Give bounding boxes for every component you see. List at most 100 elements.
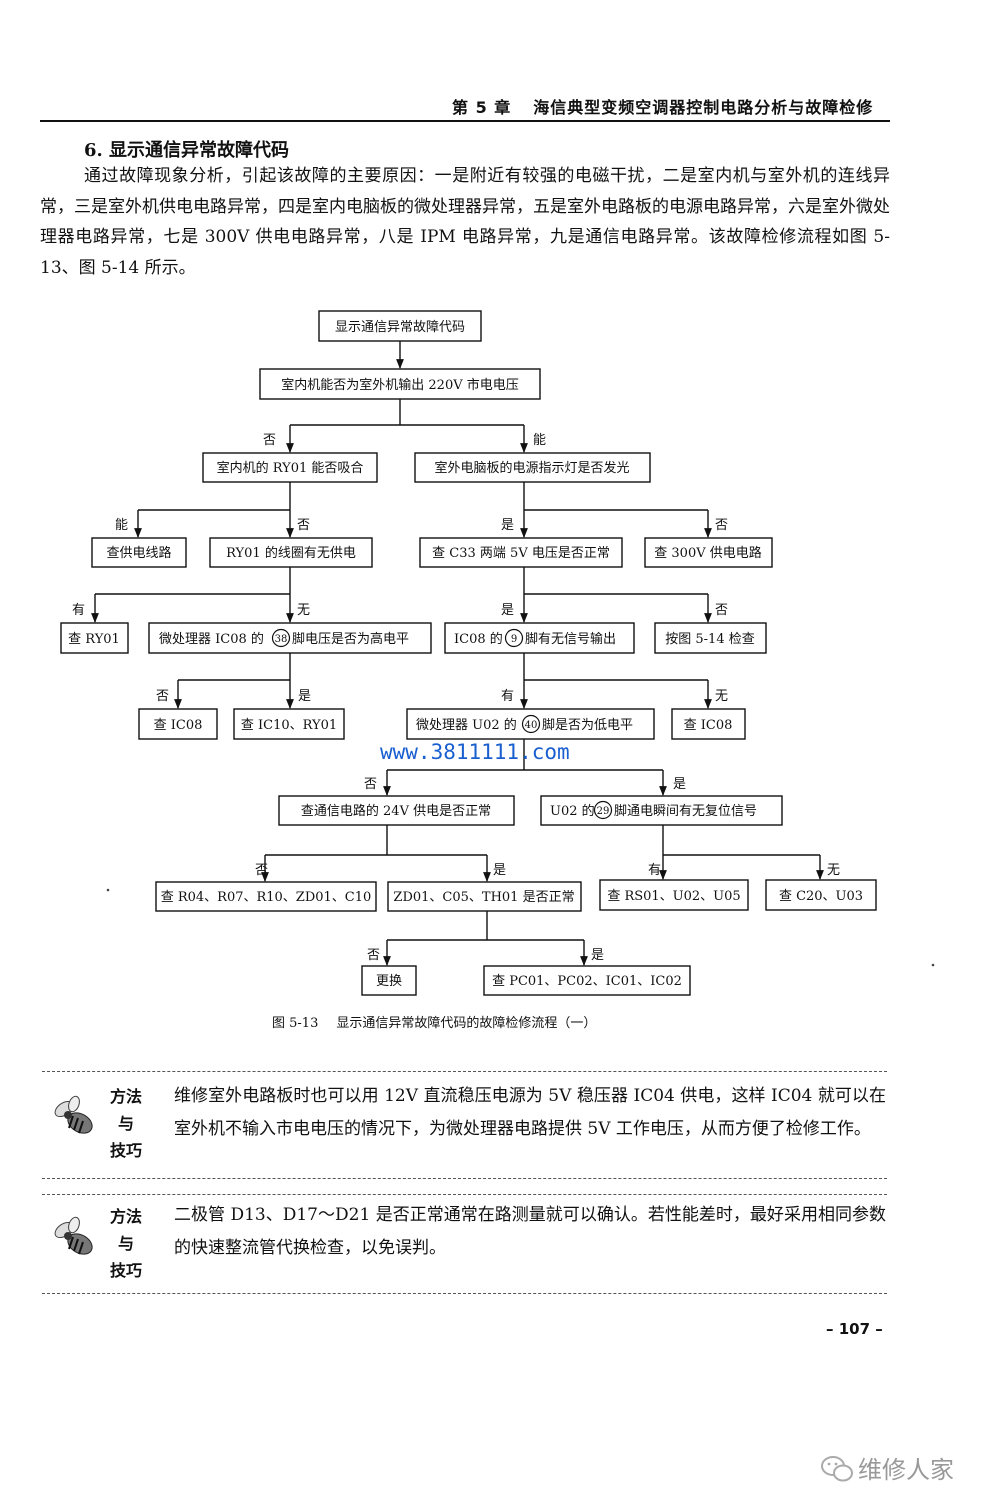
label-no: 否 bbox=[715, 603, 728, 618]
flowchart-node-check-pc01: 查 PC01、PC02、IC01、IC02 bbox=[483, 965, 691, 996]
flowchart-node-q-reset: U02 的 29 脚通电瞬间有无复位信号 bbox=[540, 795, 783, 826]
label-no: 否 bbox=[255, 863, 268, 878]
tip-text: 维修室外电路板时也可以用 12V 直流稳压电源为 5V 稳压器 IC04 供电，… bbox=[174, 1086, 886, 1139]
tip-divider bbox=[42, 1178, 887, 1179]
flowchart-node-q-light: 室外电脑板的电源指示灯是否发光 bbox=[414, 452, 651, 483]
flowchart-node-check-300v: 查 300V 供电电路 bbox=[644, 537, 773, 568]
label-yes: 是 bbox=[493, 863, 506, 878]
label-none: 无 bbox=[715, 689, 728, 704]
svg-text:脚电压是否为高电平: 脚电压是否为高电平 bbox=[292, 631, 409, 647]
svg-text:查供电线路: 查供电线路 bbox=[106, 545, 171, 561]
flowchart: 否 能 能 否 是 否 有 无 是 否 否 是 有 无 否 是 否 是 有 无 … bbox=[60, 310, 935, 996]
label-can: 能 bbox=[533, 433, 546, 448]
label-no: 否 bbox=[715, 518, 728, 533]
svg-text:查 300V 供电电路: 查 300V 供电电路 bbox=[654, 545, 761, 561]
tip-text: 二极管 D13、D17～D21 是否正常通常在路测量就可以确认。若性能差时，最好… bbox=[174, 1205, 886, 1258]
flowchart-node-q-output: 室内机能否为室外机输出 220V 市电电压 bbox=[259, 368, 541, 400]
label-have: 有 bbox=[648, 863, 661, 878]
flowchart-node-replace: 更换 bbox=[361, 965, 417, 996]
figure-caption-text: 显示通信异常故障代码的故障检修流程（一） bbox=[336, 1016, 597, 1031]
wechat-account-name: 维修人家 bbox=[858, 1456, 954, 1484]
svg-text:查通信电路的 24V 供电是否正常: 查通信电路的 24V 供电是否正常 bbox=[301, 803, 491, 819]
label-no: 否 bbox=[364, 777, 377, 792]
flowchart-node-q-pin38: 微处理器 IC08 的 38 脚电压是否为高电平 bbox=[148, 622, 432, 654]
svg-text:室内机的 RY01 能否吸合: 室内机的 RY01 能否吸合 bbox=[217, 460, 364, 476]
svg-text:微处理器 IC08 的: 微处理器 IC08 的 bbox=[159, 631, 264, 647]
label-no: 否 bbox=[297, 518, 310, 533]
svg-text:室外电脑板的电源指示灯是否发光: 室外电脑板的电源指示灯是否发光 bbox=[434, 460, 629, 476]
label-none: 无 bbox=[297, 603, 310, 618]
flowchart-node-q-pin9: IC08 的 9 脚有无信号输出 bbox=[444, 622, 635, 654]
svg-text:查 C20、U03: 查 C20、U03 bbox=[779, 889, 863, 904]
svg-text:查 IC10、RY01: 查 IC10、RY01 bbox=[241, 718, 337, 733]
figure-number: 图 5-13 bbox=[272, 1016, 319, 1031]
svg-text:9: 9 bbox=[511, 634, 517, 645]
label-have: 有 bbox=[72, 603, 85, 618]
flowchart-node-check-rs01: 查 RS01、U02、U05 bbox=[599, 879, 749, 911]
label-yes: 是 bbox=[501, 518, 514, 533]
label-have: 有 bbox=[501, 689, 514, 704]
svg-text:40: 40 bbox=[525, 720, 538, 731]
flowchart-node-q-24v: 查通信电路的 24V 供电是否正常 bbox=[278, 795, 515, 826]
svg-text:查 RS01、U02、U05: 查 RS01、U02、U05 bbox=[607, 889, 740, 904]
label-no: 否 bbox=[367, 948, 380, 963]
bee-icon bbox=[54, 1095, 93, 1134]
svg-text:查 R04、R07、R10、ZD01、C10: 查 R04、R07、R10、ZD01、C10 bbox=[161, 890, 372, 905]
label-none: 无 bbox=[827, 863, 840, 878]
flowchart-node-q-c33: 查 C33 两端 5V 电压是否正常 bbox=[419, 537, 623, 568]
svg-text:IC08 的: IC08 的 bbox=[454, 631, 503, 647]
flowchart-node-check-r04: 查 R04、R07、R10、ZD01、C10 bbox=[155, 881, 377, 912]
flowchart-node-check-c20: 查 C20、U03 bbox=[765, 879, 877, 911]
svg-text:U02 的: U02 的 bbox=[550, 803, 595, 819]
label-no: 否 bbox=[156, 689, 169, 704]
svg-text:显示通信异常故障代码: 显示通信异常故障代码 bbox=[335, 320, 465, 335]
watermark-url: www.3811111.com bbox=[380, 740, 570, 764]
svg-text:RY01 的线圈有无供电: RY01 的线圈有无供电 bbox=[226, 545, 356, 561]
running-header: 第 5 章海信典型变频空调器控制电路分析与故障检修 bbox=[452, 94, 873, 118]
label-yes: 是 bbox=[591, 948, 604, 963]
flowchart-node-q-pin40: 微处理器 U02 的 40 脚是否为低电平 bbox=[406, 708, 655, 740]
tip-label: 方法 与 技巧 bbox=[109, 1207, 142, 1280]
svg-text:查 IC08: 查 IC08 bbox=[684, 718, 733, 733]
body-paragraph: 通过故障现象分析，引起该故障的主要原因：一是附近有较强的电磁干扰，二是室内机与室… bbox=[40, 166, 890, 278]
tip-divider bbox=[42, 1071, 887, 1072]
flowchart-node-check-ic10: 查 IC10、RY01 bbox=[233, 708, 345, 740]
section-title: 6. 显示通信异常故障代码 bbox=[84, 140, 290, 161]
flowchart-node-check-supply-line: 查供电线路 bbox=[91, 537, 187, 568]
wechat-icon bbox=[821, 1456, 853, 1482]
svg-text:查 C33 两端 5V 电压是否正常: 查 C33 两端 5V 电压是否正常 bbox=[432, 546, 610, 561]
page-number: – 107 – bbox=[826, 1320, 883, 1338]
flowchart-connectors bbox=[91, 341, 824, 966]
branch-labels: 否 能 能 否 是 否 有 无 是 否 否 是 有 无 否 是 否 是 有 无 … bbox=[72, 433, 840, 963]
flowchart-node-q-coil: RY01 的线圈有无供电 bbox=[209, 537, 373, 568]
flowchart-node-check-fig514: 按图 5-14 检查 bbox=[654, 622, 767, 654]
label-yes: 是 bbox=[501, 603, 514, 618]
label-yes: 是 bbox=[673, 777, 686, 792]
chapter-number: 第 5 章 bbox=[452, 98, 512, 117]
flowchart-node-check-ic08-b: 查 IC08 bbox=[671, 708, 746, 740]
flowchart-node-start: 显示通信异常故障代码 bbox=[318, 310, 482, 342]
tip-label: 方法 与 技巧 bbox=[109, 1087, 142, 1160]
label-yes: 是 bbox=[298, 689, 311, 704]
svg-text:29: 29 bbox=[597, 806, 610, 817]
svg-text:按图 5-14 检查: 按图 5-14 检查 bbox=[665, 632, 754, 647]
label-no: 否 bbox=[263, 433, 276, 448]
flowchart-node-check-ry01: 查 RY01 bbox=[60, 622, 129, 654]
label-can: 能 bbox=[115, 518, 128, 533]
flowchart-node-q-zd01: ZD01、C05、TH01 是否正常 bbox=[387, 881, 582, 912]
tip-divider bbox=[42, 1293, 887, 1294]
flowchart-node-q-ry01: 室内机的 RY01 能否吸合 bbox=[202, 452, 378, 483]
svg-text:脚有无信号输出: 脚有无信号输出 bbox=[525, 631, 616, 647]
svg-text:微处理器 U02 的: 微处理器 U02 的 bbox=[416, 717, 517, 733]
svg-text:38: 38 bbox=[275, 634, 288, 645]
header-rule bbox=[40, 120, 890, 122]
svg-text:脚是否为低电平: 脚是否为低电平 bbox=[542, 717, 633, 733]
svg-text:更换: 更换 bbox=[376, 974, 402, 989]
svg-text:室内机能否为室外机输出 220V 市电电压: 室内机能否为室外机输出 220V 市电电压 bbox=[281, 377, 518, 393]
bee-icon bbox=[54, 1216, 93, 1255]
svg-text:查 PC01、PC02、IC01、IC02: 查 PC01、PC02、IC01、IC02 bbox=[492, 974, 682, 989]
flowchart-node-check-ic08-a: 查 IC08 bbox=[138, 708, 218, 740]
svg-text:查 RY01: 查 RY01 bbox=[68, 632, 120, 647]
svg-text:脚通电瞬间有无复位信号: 脚通电瞬间有无复位信号 bbox=[614, 803, 757, 819]
figure-caption: 图 5-13 显示通信异常故障代码的故障检修流程（一） bbox=[272, 1012, 596, 1031]
